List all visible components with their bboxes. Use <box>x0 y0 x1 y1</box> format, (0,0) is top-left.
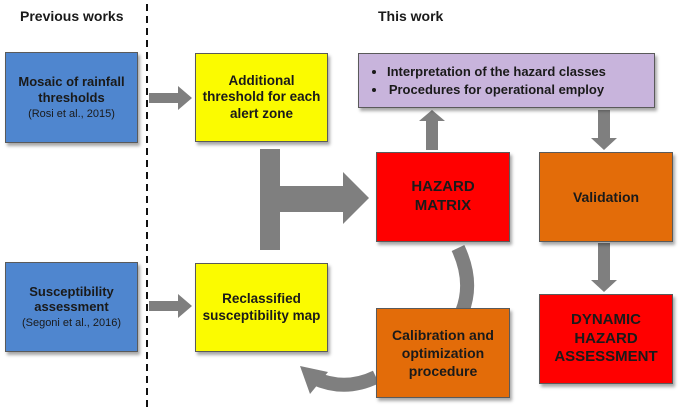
mosaic-rainfall-thresholds-box: Mosaic of rainfall thresholds (Rosi et a… <box>5 52 138 143</box>
validation-label: Validation <box>572 188 640 205</box>
arrow-hazard-to-interpretation <box>419 110 445 150</box>
additional-threshold-label: Additional threshold for each alert zone <box>202 73 321 121</box>
arrow-calibration-to-reclassified-head <box>300 366 328 394</box>
arrow-mosaic-to-threshold <box>149 86 192 110</box>
arrow-calibration-to-reclassified <box>311 370 380 392</box>
mosaic-citation: (Rosi et al., 2015) <box>28 107 115 120</box>
calibration-label: Calibration and optimization procedure <box>392 326 494 380</box>
this-work-header: This work <box>378 8 444 24</box>
arrow-susceptibility-to-reclassified <box>149 294 192 318</box>
interpretation-item: Interpretation of the hazard classes <box>387 64 606 79</box>
validation-box: Validation <box>539 152 673 242</box>
hazard-matrix-box: HAZARD MATRIX <box>376 152 510 242</box>
arrow-t-junction-to-hazard-matrix <box>260 149 369 250</box>
hazard-matrix-label: HAZARD MATRIX <box>411 178 475 214</box>
reclassified-susceptibility-map-box: Reclassified susceptibility map <box>195 263 328 352</box>
arrow-interpretation-to-validation <box>591 110 617 150</box>
additional-threshold-box: Additional threshold for each alert zone <box>195 53 328 142</box>
susceptibility-assessment-box: Susceptibility assessment (Segoni et al.… <box>5 262 138 352</box>
susceptibility-citation: (Segoni et al., 2016) <box>21 317 122 329</box>
interpretation-box: Interpretation of the hazard classes Pro… <box>358 53 655 108</box>
mosaic-title: Mosaic of rainfall thresholds <box>18 74 125 105</box>
procedures-item: Procedures for operational employ <box>387 82 606 97</box>
susceptibility-title: Susceptibility assessment <box>29 283 114 315</box>
dynamic-hazard-label: DYNAMIC HAZARD ASSESSMENT <box>554 310 658 366</box>
arrow-hazard-to-calibration <box>451 245 475 315</box>
calibration-optimization-box: Calibration and optimization procedure <box>376 308 510 398</box>
arrow-validation-to-dynamic <box>591 243 617 292</box>
dynamic-hazard-assessment-box: DYNAMIC HAZARD ASSESSMENT <box>539 294 673 384</box>
interpretation-list: Interpretation of the hazard classes Pro… <box>373 61 606 100</box>
previous-works-header: Previous works <box>20 8 124 24</box>
reclassified-map-label: Reclassified susceptibility map <box>202 291 321 323</box>
